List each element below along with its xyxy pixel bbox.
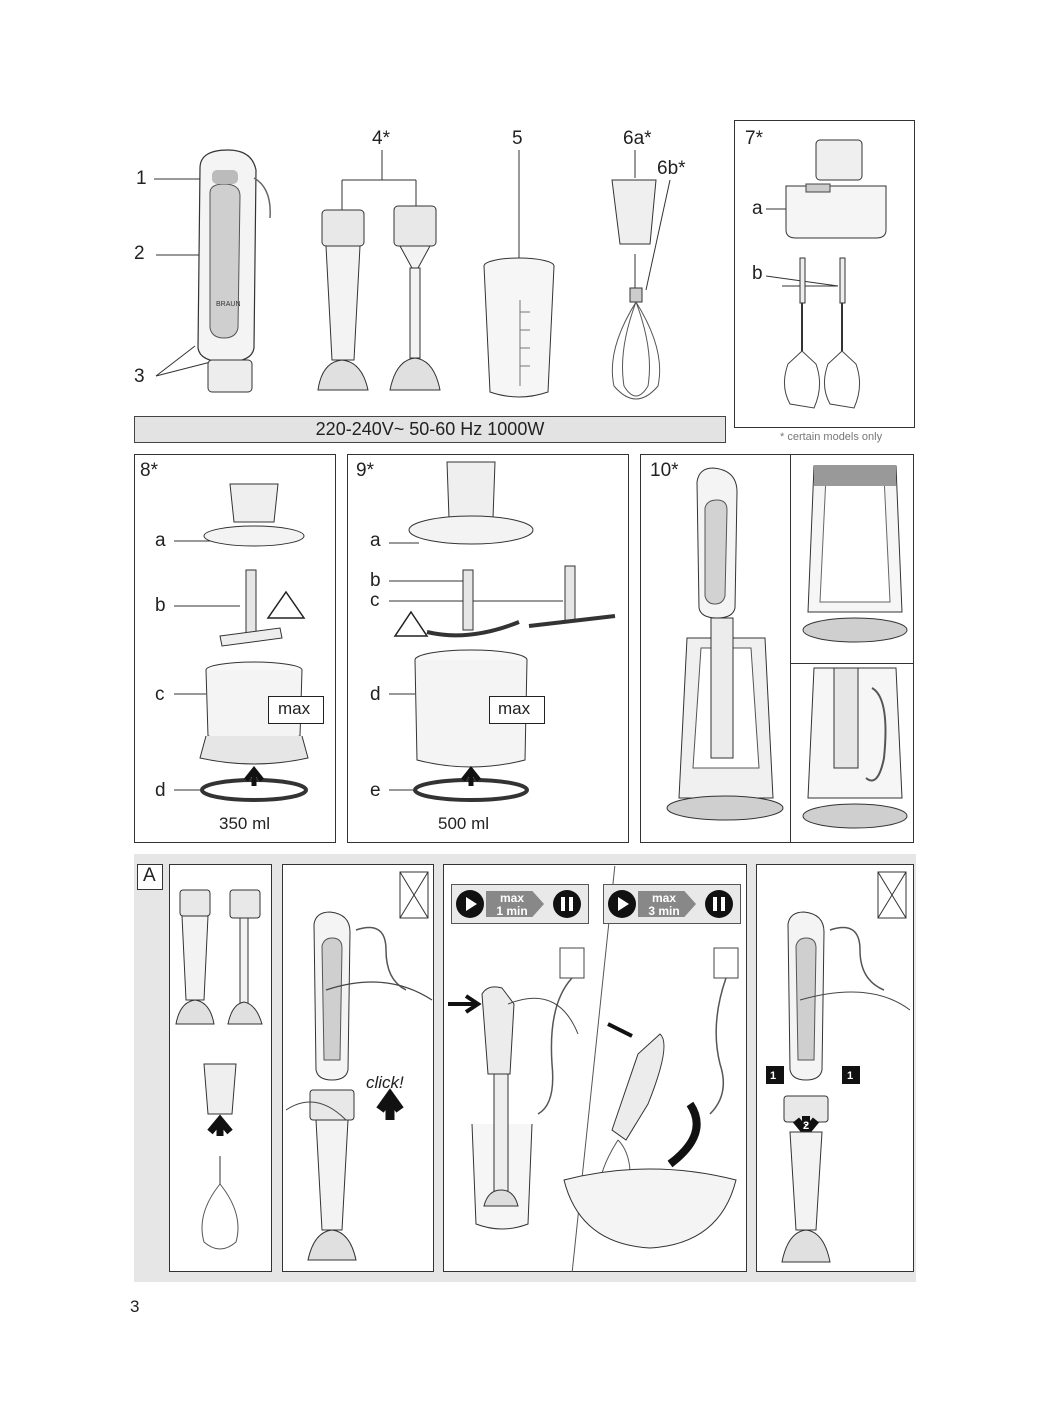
box9-label-d: d — [370, 684, 381, 705]
top-label-1: 1 — [136, 168, 147, 189]
top-label-7: 7* — [745, 128, 763, 149]
timer1-max: max — [499, 891, 525, 905]
box9-title: 9* — [356, 460, 374, 481]
stand-divider-vertical — [790, 454, 792, 843]
top-label-7b: b — [752, 263, 763, 284]
whisk-illustration — [611, 150, 671, 400]
box9-max-label: max — [498, 699, 531, 718]
top-label-4: 4* — [372, 128, 390, 149]
box9-label-e: e — [370, 780, 381, 801]
attachments-illustration — [175, 889, 263, 1250]
top-label-7a: a — [752, 198, 763, 219]
top-label-6b: 6b* — [657, 158, 686, 179]
timer2-max: max — [651, 891, 677, 905]
box9-label-c: c — [370, 590, 380, 611]
top-label-3: 3 — [134, 366, 145, 387]
stand-cord-illustration — [802, 667, 908, 829]
box9-max-tag — [489, 696, 545, 724]
box8-max-tag — [268, 696, 324, 724]
timer2-arrow — [638, 891, 696, 917]
box9-capacity: 500 ml — [438, 814, 490, 833]
step-panel-assemble — [282, 864, 434, 1272]
box8-label-c: c — [155, 684, 165, 705]
no-water-icon — [399, 871, 429, 919]
brand-logo: BRAUN — [216, 301, 241, 308]
chopper-500-illustration — [389, 461, 616, 802]
box8-capacity: 350 ml — [219, 814, 271, 833]
play-icon — [608, 890, 636, 918]
stand-divider-horizontal — [790, 663, 914, 665]
stand-empty-illustration — [802, 465, 908, 643]
certain-models-note: * certain models only — [780, 431, 883, 443]
play-icon — [456, 890, 484, 918]
blender-shafts-illustration — [317, 150, 441, 391]
pause-icon — [705, 890, 733, 918]
section-a-letter-box — [137, 864, 163, 890]
box8-label-a: a — [155, 530, 166, 551]
step-1-left: 1 — [770, 1070, 777, 1082]
blend-in-beaker-illustration — [448, 947, 585, 1230]
timer1-time: 1 min — [496, 904, 528, 918]
timer1-arrow — [486, 891, 544, 917]
box10-title: 10* — [650, 460, 679, 481]
hand-blender-motor-illustration: BRAUN — [154, 149, 271, 393]
step-2: 2 — [803, 1120, 810, 1132]
detach-illustration — [766, 911, 911, 1263]
top-label-2: 2 — [134, 243, 145, 264]
box8-max-label: max — [278, 699, 311, 718]
no-water-icon — [877, 871, 907, 919]
click-label: click! — [366, 1073, 404, 1092]
box8-label-b: b — [155, 595, 166, 616]
stand-with-blender-illustration — [666, 467, 784, 821]
section-a-letter: A — [143, 865, 156, 886]
page-number: 3 — [130, 1297, 140, 1316]
assemble-illustration — [285, 911, 433, 1261]
timer2-time: 3 min — [648, 904, 680, 918]
chopper-350-illustration — [174, 483, 309, 802]
box9-label-b: b — [370, 570, 381, 591]
kneading-hooks-illustration — [765, 139, 887, 409]
box8-title: 8* — [140, 460, 158, 481]
step-1-right: 1 — [847, 1070, 854, 1082]
whisk-in-bowl-illustration — [563, 947, 739, 1249]
top-label-5: 5 — [512, 128, 523, 149]
top-label-6a: 6a* — [623, 128, 652, 149]
voltage-spec-bar: 220-240V~ 50-60 Hz 1000W — [134, 416, 726, 443]
beaker-illustration — [483, 150, 555, 398]
pause-icon — [553, 890, 581, 918]
box8-label-d: d — [155, 780, 166, 801]
box9-label-a: a — [370, 530, 381, 551]
